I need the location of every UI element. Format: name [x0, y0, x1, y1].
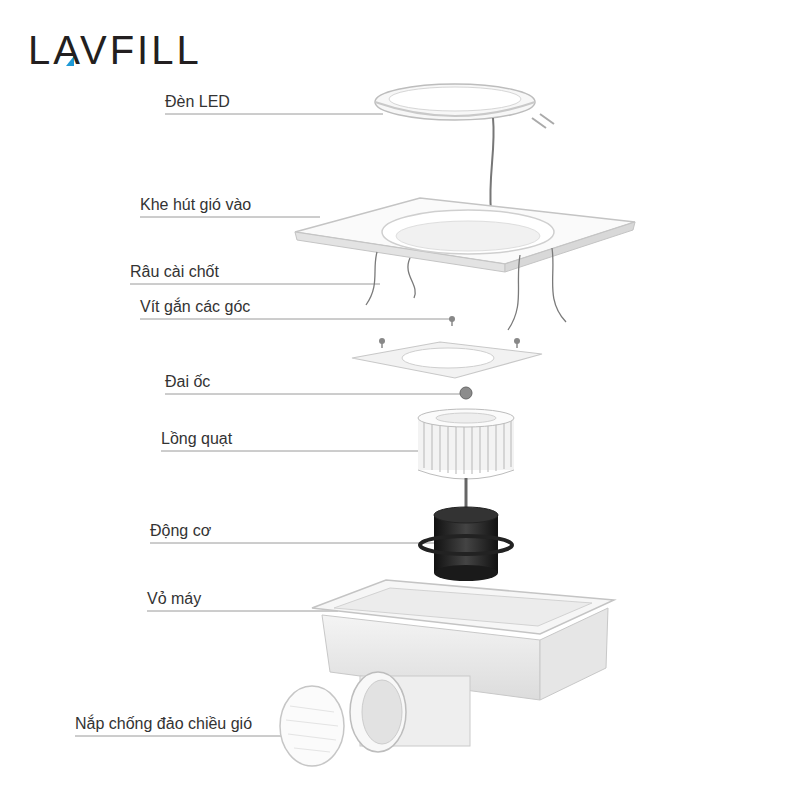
- intake-grille: [295, 198, 635, 272]
- fan-cage: [418, 409, 514, 479]
- part-label: Đèn LED: [165, 92, 230, 112]
- part-label: Râu cài chốt: [130, 262, 219, 282]
- mounting-plate: [352, 342, 542, 378]
- part-label: Đai ốc: [165, 372, 210, 392]
- part-label: Vít gắn các góc: [140, 297, 250, 317]
- part-label: Động cơ: [150, 521, 211, 541]
- motor: [420, 507, 512, 581]
- spring-clips: [366, 248, 566, 330]
- part-label: Lồng quạt: [161, 429, 232, 449]
- brand-logo: LAVFILL: [28, 28, 202, 72]
- part-label: Nắp chống đảo chiều gió: [75, 714, 252, 734]
- led-panel: [375, 84, 554, 212]
- backdraft-flap: [280, 686, 344, 766]
- housing: [312, 580, 614, 752]
- nut: [460, 387, 472, 399]
- part-label: Khe hút gió vào: [140, 195, 251, 215]
- part-label: Vỏ máy: [147, 589, 201, 609]
